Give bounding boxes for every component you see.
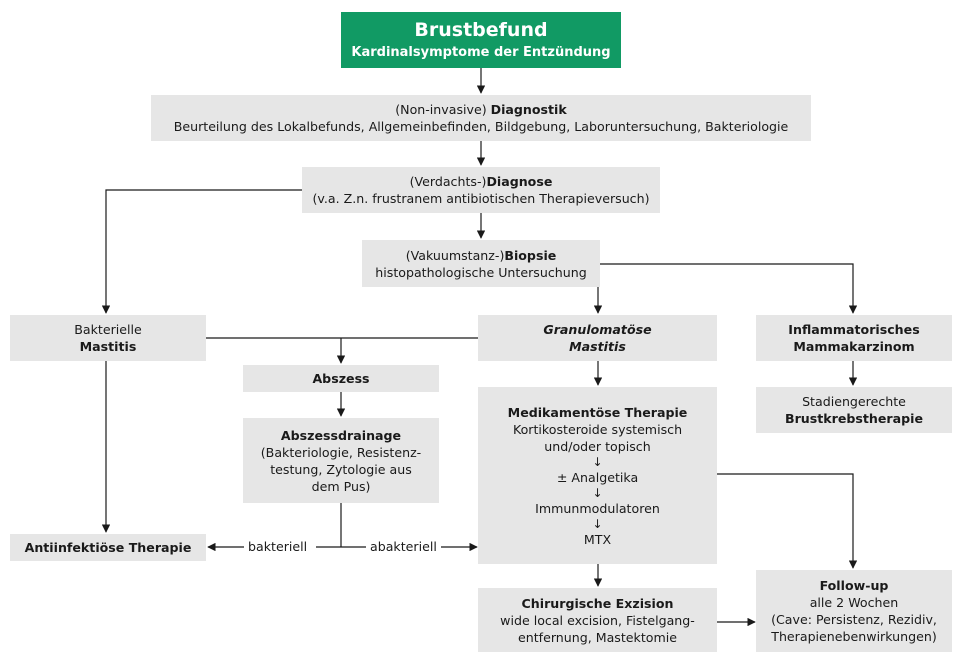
chirurg-title: Chirurgische Exzision [521,595,674,611]
medi-line5: MTX [583,531,612,547]
diagnose-heading: (Verdachts-)Diagnose [410,173,553,190]
drainage-line3: dem Pus) [311,478,371,494]
edge-diagnose-bakt [101,189,302,314]
diagnostik-prefix: (Non-invasive) [395,102,491,117]
diagnose-prefix: (Verdachts-) [409,174,487,189]
drainage-line1: (Bakteriologie, Resistenz- [260,444,422,460]
biopsie-title: Biopsie [504,247,557,263]
medi-title: Medikamentöse Therapie [507,404,688,420]
stadien-line2: Brustkrebstherapie [784,411,924,426]
medikamentoese-therapie-box: Medikamentöse Therapie Kortikosteroide s… [478,387,717,564]
edge-medi-followup [717,473,858,569]
chirurg-line1: wide local excision, Fistelgang- [500,612,695,628]
granulo-line1: Granulomatöse [543,322,652,337]
followup-line3: Therapienebenwirkungen) [771,629,937,644]
biopsie-box: (Vakuumstanz-)Biopsie histopathologische… [362,240,600,287]
drainage-line2: testung, Zytologie aus [270,461,412,477]
followup-line2: (Cave: Persistenz, Rezidiv, [771,612,937,627]
followup-title: Follow-up [819,578,889,593]
header-subtitle: Kardinalsymptome der Entzündung [351,45,611,60]
abszessdrainage-box: Abszessdrainage (Bakteriologie, Resisten… [243,418,439,503]
bakterielle-mastitis-box: Bakterielle Mastitis [10,315,206,361]
medi-arrow-1: ↓ [592,454,603,469]
diagnose-detail: (v.a. Z.n. frustranem antibiotischen The… [312,191,650,206]
header-box: Brustbefund Kardinalsymptome der Entzünd… [341,12,621,68]
chirurg-line2: entfernung, Mastektomie [517,629,678,645]
medi-arrow-3: ↓ [592,516,603,531]
abszess-box: Abszess [243,365,439,392]
medi-line4: Immunmodulatoren [535,500,660,516]
diagnostik-title: Diagnostik [490,102,567,117]
diagnostik-detail: Beurteilung des Lokalbefunds, Allgemeinb… [173,119,789,134]
biopsie-heading: (Vakuumstanz-)Biopsie [406,247,557,264]
label-abakteriell: abakteriell [366,539,441,555]
medi-line1: Kortikosteroide systemisch [512,421,683,437]
medi-line3: ± Analgetika [556,469,639,485]
stadien-line1: Stadiengerechte [802,394,906,409]
biopsie-prefix: (Vakuumstanz-) [405,247,505,263]
bakt-line1: Bakterielle [74,322,142,337]
granulomatoese-mastitis-box: Granulomatöse Mastitis [478,315,717,361]
inflamm-line1: Inflammatorisches [788,322,920,337]
granulo-line2: Mastitis [569,339,626,354]
biopsie-detail: histopathologische Untersuchung [375,264,587,280]
chirurgische-exzision-box: Chirurgische Exzision wide local excisio… [478,588,717,652]
inflamm-line2: Mammakarzinom [793,339,915,354]
stadiengerechte-brustkrebstherapie-box: Stadiengerechte Brustkrebstherapie [756,387,952,433]
antiinf-title: Antiinfektiöse Therapie [24,540,192,555]
medi-line2: und/oder topisch [544,438,651,454]
diagnose-title: Diagnose [486,174,553,189]
diagnostik-box: (Non-invasive) Diagnostik Beurteilung de… [151,95,811,141]
drainage-title: Abszessdrainage [280,427,402,443]
label-bakteriell: bakteriell [244,539,312,555]
header-title: Brustbefund [414,19,548,41]
follow-up-box: Follow-up alle 2 Wochen (Cave: Persisten… [756,570,952,652]
medi-arrow-2: ↓ [592,485,603,500]
followup-line1: alle 2 Wochen [809,595,899,610]
bakt-line2: Mastitis [79,339,137,354]
abszess-title: Abszess [312,371,370,386]
antiinfektioese-therapie-box: Antiinfektiöse Therapie [10,534,206,561]
inflammatorisches-mammakarzinom-box: Inflammatorisches Mammakarzinom [756,315,952,361]
edge-biopsie-inflamm [600,263,858,314]
diagnose-box: (Verdachts-)Diagnose (v.a. Z.n. frustran… [302,167,660,213]
diagnostik-heading: (Non-invasive) Diagnostik [395,101,567,118]
